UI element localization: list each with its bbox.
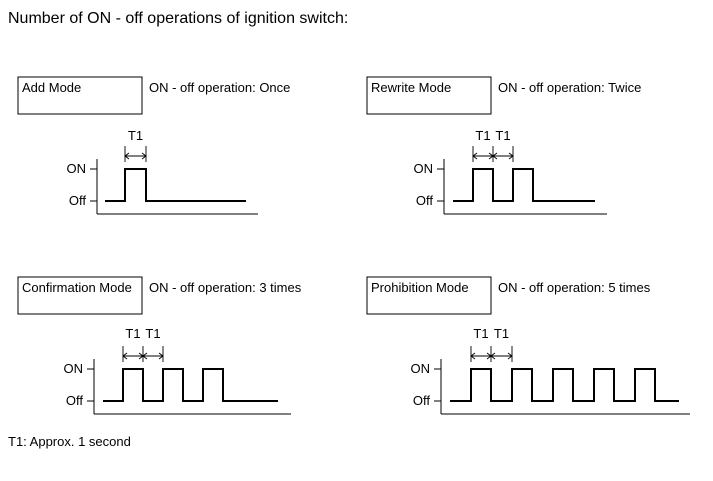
- mode-4-on-label: ON: [411, 361, 431, 376]
- mode-1-on-label: ON: [67, 161, 87, 176]
- mode-3-t1-arrowhead-left-1: [122, 352, 128, 360]
- mode-3-box: [17, 276, 143, 315]
- mode-3-t1-arrowhead-left-2: [142, 352, 148, 360]
- mode-1-description: ON - off operation: Once: [149, 80, 290, 95]
- mode-2-box: [366, 76, 492, 115]
- mode-4-t1-arrowhead-left-1: [470, 352, 476, 360]
- mode-3-t1-arrowhead-right-2: [158, 352, 164, 360]
- mode-3-waveform: [103, 368, 278, 402]
- mode-2-t1-label-2: T1: [495, 128, 510, 143]
- mode-1-box: [17, 76, 143, 115]
- mode-4-box: [366, 276, 492, 315]
- mode-3-description: ON - off operation: 3 times: [149, 280, 302, 295]
- mode-4-t1-label-2: T1: [494, 326, 509, 341]
- mode-3-t1-label-1: T1: [125, 326, 140, 341]
- mode-2-name: Rewrite Mode: [371, 80, 451, 95]
- mode-2-t1-arrowhead-left-2: [492, 152, 498, 160]
- mode-2-on-label: ON: [414, 161, 434, 176]
- mode-1-t1-arrowhead-left-1: [124, 152, 130, 160]
- mode-3-on-label: ON: [64, 361, 84, 376]
- mode-4-t1-arrowhead-right-2: [507, 352, 513, 360]
- mode-1-t1-label-1: T1: [128, 128, 143, 143]
- mode-1-t1-arrowhead-right-1: [141, 152, 147, 160]
- mode-3-off-label: Off: [66, 393, 83, 408]
- mode-2-t1-arrowhead-right-2: [508, 152, 514, 160]
- page-title: Number of ON - off operations of ignitio…: [8, 10, 349, 27]
- footnote: T1: Approx. 1 second: [8, 434, 131, 449]
- mode-1-name: Add Mode: [22, 80, 81, 95]
- mode-3-name: Confirmation Mode: [22, 280, 132, 295]
- mode-2-description: ON - off operation: Twice: [498, 80, 641, 95]
- mode-1-waveform: [105, 168, 246, 202]
- mode-4-off-label: Off: [413, 393, 430, 408]
- mode-1-off-label: Off: [69, 193, 86, 208]
- mode-4-name: Prohibition Mode: [371, 280, 469, 295]
- mode-4-t1-arrowhead-left-2: [490, 352, 496, 360]
- mode-4-waveform: [450, 368, 679, 402]
- mode-2-waveform: [453, 168, 595, 202]
- mode-4-description: ON - off operation: 5 times: [498, 280, 651, 295]
- mode-2-t1-arrowhead-left-1: [472, 152, 478, 160]
- mode-2-t1-label-1: T1: [475, 128, 490, 143]
- mode-2-off-label: Off: [416, 193, 433, 208]
- mode-4-t1-label-1: T1: [473, 326, 488, 341]
- mode-3-t1-label-2: T1: [145, 326, 160, 341]
